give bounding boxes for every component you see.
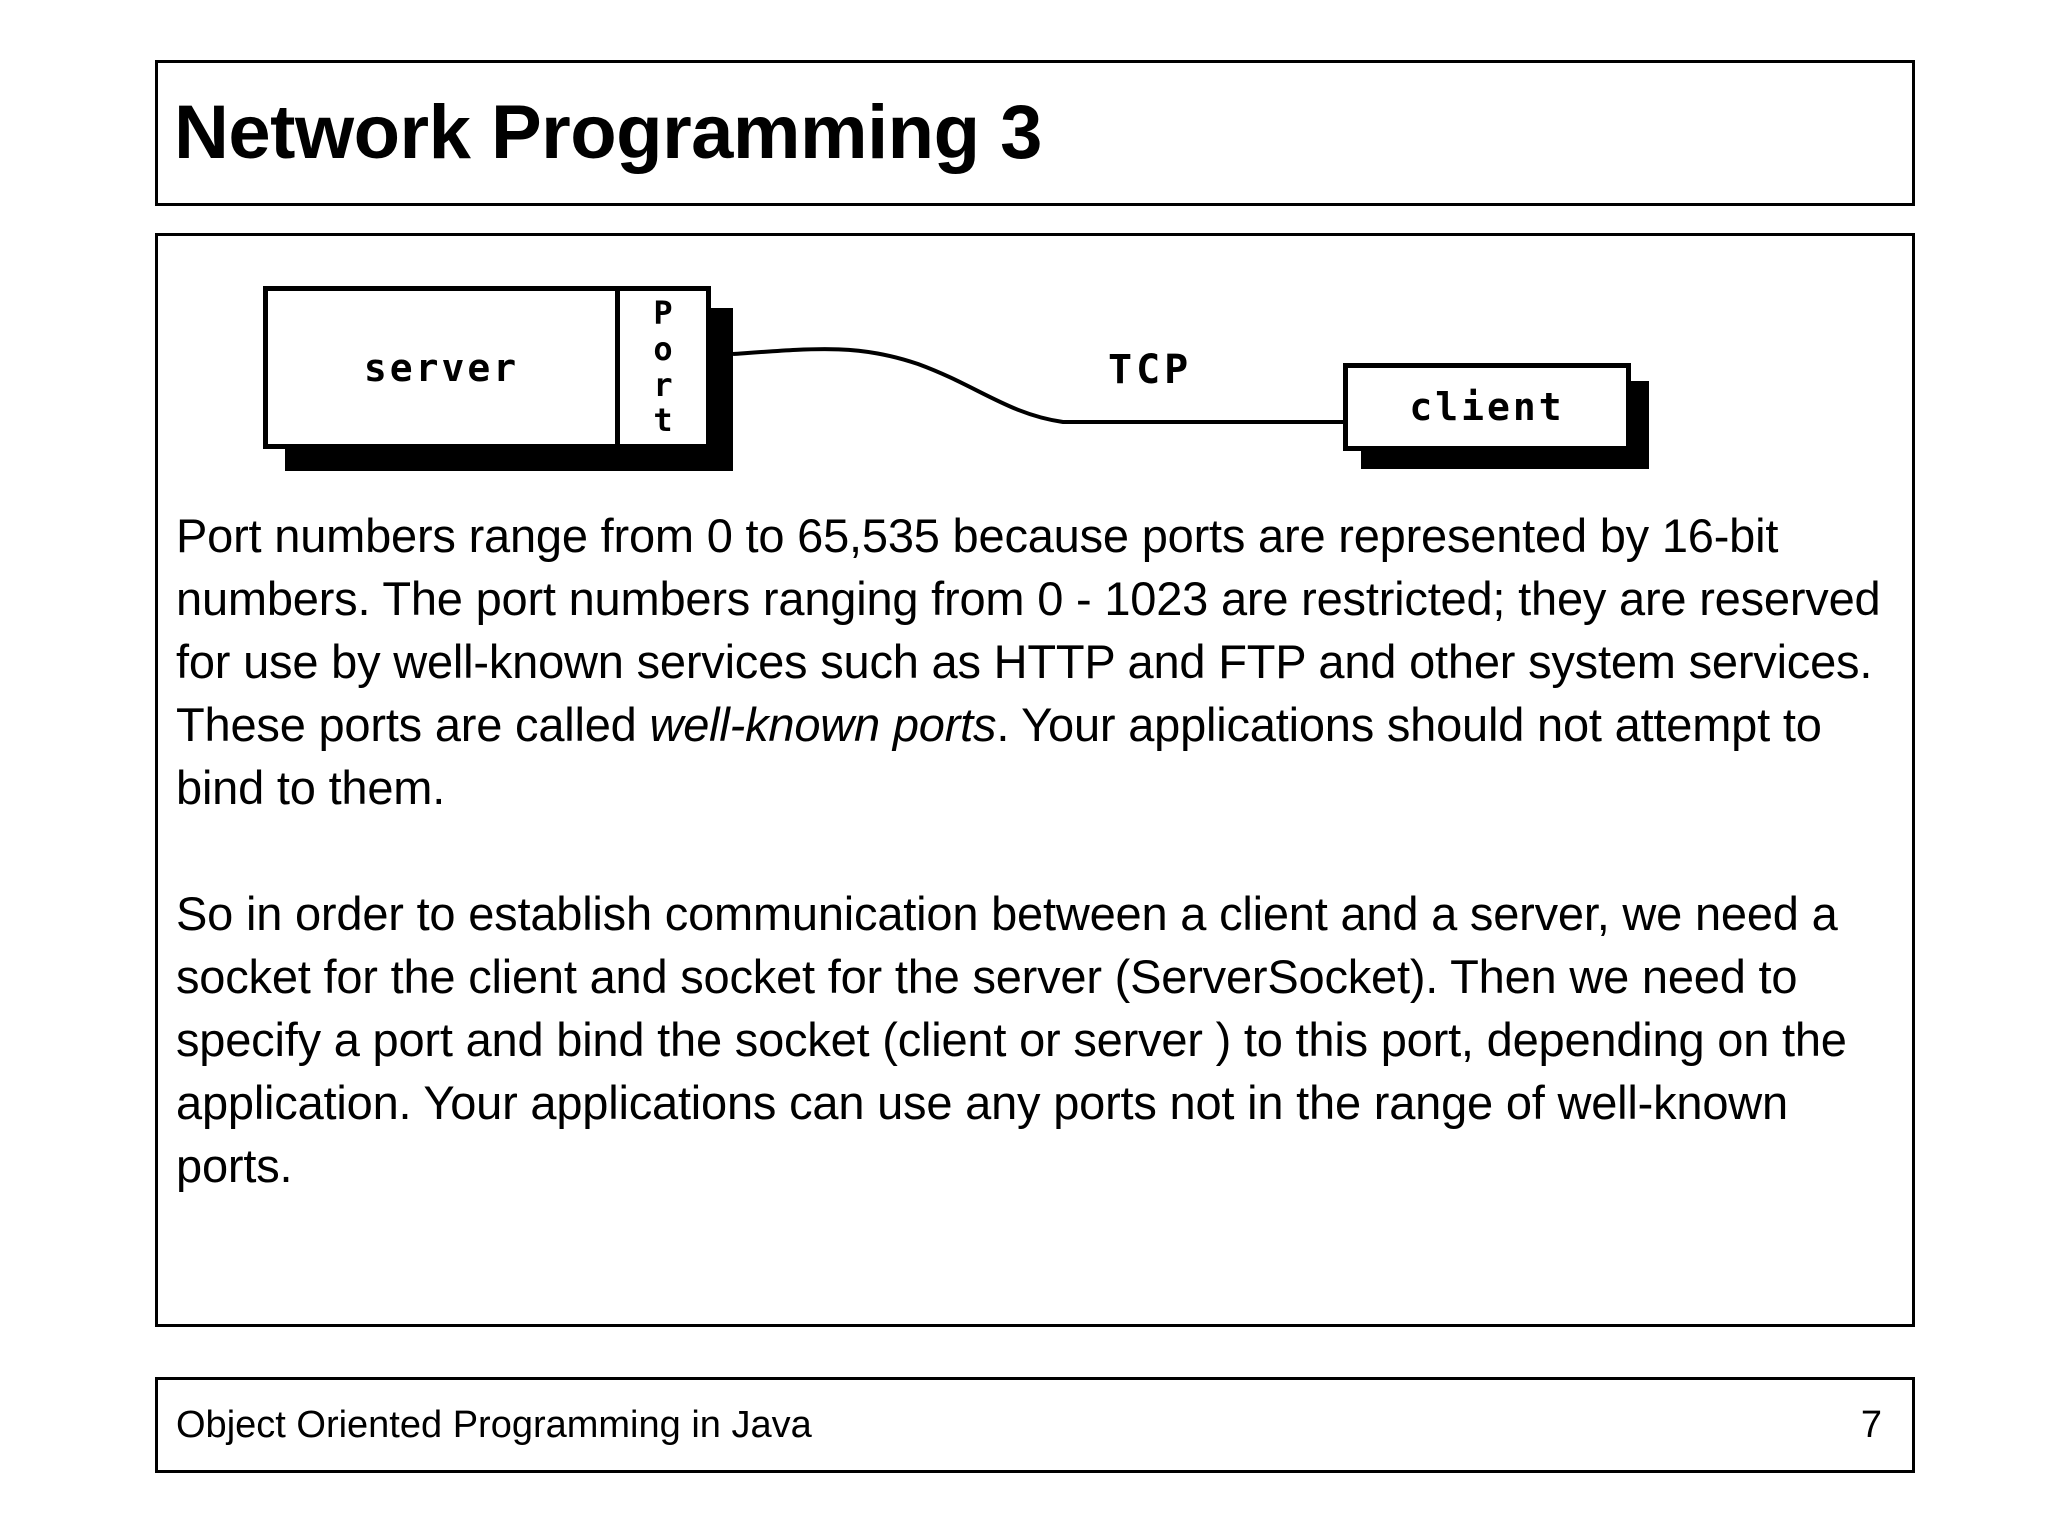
client-label: client xyxy=(1409,385,1565,429)
tcp-protocol-label: TCP xyxy=(1108,347,1193,393)
port-letter-o: o xyxy=(653,329,673,368)
client-box: client xyxy=(1343,363,1631,451)
paragraph-spacer xyxy=(176,819,1898,882)
well-known-ports-emphasis: well-known ports xyxy=(649,698,997,751)
server-main-section: server xyxy=(268,291,620,444)
server-node: server P o r t xyxy=(263,286,733,471)
port-letter-p: P xyxy=(653,293,673,332)
title-box: Network Programming 3 xyxy=(155,60,1915,206)
server-port-section: P o r t xyxy=(620,291,706,444)
content-box: server P o r t TCP xyxy=(155,233,1915,1327)
client-node: client xyxy=(1343,363,1653,473)
port-label: P o r t xyxy=(653,293,673,440)
paragraph-1: Port numbers range from 0 to 65,535 beca… xyxy=(176,504,1898,819)
port-letter-t: t xyxy=(653,401,673,440)
footer-box: Object Oriented Programming in Java 7 xyxy=(155,1377,1915,1473)
paragraph-1-part-2: . Your applications should not attempt t… xyxy=(176,698,1822,814)
body-text: Port numbers range from 0 to 65,535 beca… xyxy=(176,504,1898,1197)
footer-page-number: 7 xyxy=(1860,1404,1882,1446)
paragraph-1-part-1: Port numbers range from 0 to 65,535 beca… xyxy=(176,509,1881,751)
page-title: Network Programming 3 xyxy=(174,90,1042,175)
paragraph-2: So in order to establish communication b… xyxy=(176,887,1847,1192)
server-box: server P o r t xyxy=(263,286,711,449)
footer-course-label: Object Oriented Programming in Java xyxy=(176,1404,812,1446)
port-letter-r: r xyxy=(653,365,673,404)
network-diagram: server P o r t TCP xyxy=(158,236,1918,501)
server-label: server xyxy=(363,345,520,390)
